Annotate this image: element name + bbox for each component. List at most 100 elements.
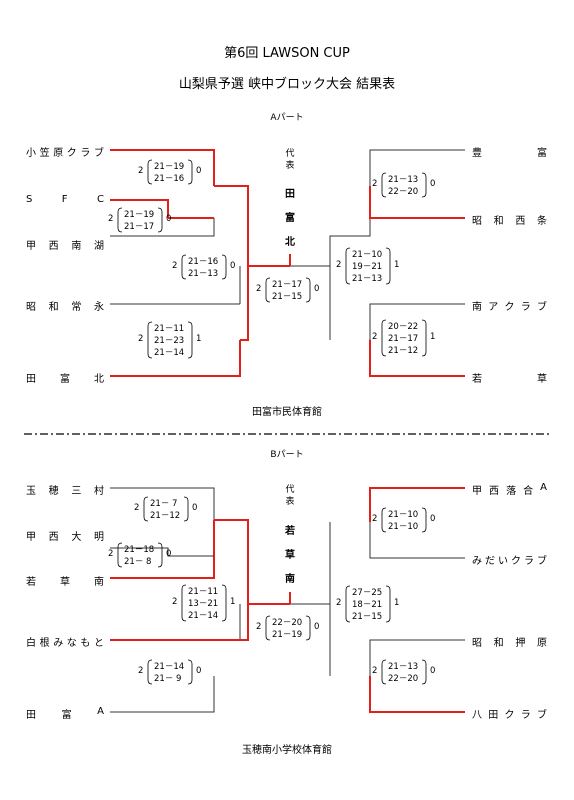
team-name-char: 若	[26, 577, 36, 588]
b-s1-row2: 21－12	[150, 511, 181, 521]
team-name-char: C	[97, 194, 104, 205]
a-s4-bl	[147, 321, 153, 359]
a-s8-left: 2	[372, 332, 378, 342]
team-name-char: 笠	[39, 148, 50, 159]
team-name-char: 落	[506, 486, 517, 497]
a-red-tatomikita	[110, 340, 241, 377]
b-red-hatta	[369, 676, 465, 713]
team-name-char: な	[66, 638, 77, 649]
b-s4-br	[187, 659, 193, 685]
team-name-char: 富	[60, 374, 70, 385]
team-name-char: 原	[53, 148, 64, 159]
b-s2-row1: 21－18	[124, 545, 155, 555]
b-s4-row1: 21－14	[154, 662, 185, 672]
team-a-l-1: 小笠原クラブ	[26, 144, 104, 159]
team-name-char: も	[80, 638, 91, 649]
a-s3-bl	[181, 254, 187, 280]
b-line-tatomia	[110, 676, 215, 713]
b-s8-bl	[381, 659, 387, 685]
team-name-char: み	[472, 556, 482, 567]
b-red-wakakusaminami	[110, 556, 215, 579]
team-name-char: 昭	[472, 216, 482, 227]
b-s2-row2: 21－ 8	[124, 557, 152, 567]
team-name-char: 南	[472, 302, 482, 313]
a-red-showanishi	[369, 186, 465, 219]
b-champion-2: 草	[285, 550, 295, 561]
team-name-char: と	[93, 638, 104, 649]
team-name-char: ク	[504, 302, 515, 313]
b-line-midai	[369, 522, 465, 559]
a-s3-left: 2	[172, 261, 178, 271]
b-champion-3: 南	[285, 574, 295, 585]
a-s3-row1: 21－16	[188, 257, 219, 267]
b-s1-br	[183, 496, 189, 522]
b-s7-row2: 18－21	[352, 600, 383, 610]
a-s2-bl	[117, 207, 123, 233]
b-s7-br	[385, 585, 391, 623]
a-s7-bl	[345, 247, 351, 285]
team-name-char: F	[61, 194, 68, 205]
a-s5-right: 0	[314, 284, 320, 294]
b-s3-row3: 21－14	[188, 611, 219, 621]
a-s3-br	[221, 254, 227, 280]
a-s4-row3: 21－14	[154, 348, 185, 358]
a-s8-row3: 21－12	[388, 346, 419, 356]
team-name-char: 南	[94, 577, 104, 588]
team-name-char: 三	[71, 486, 82, 497]
b-s6-br	[421, 507, 427, 533]
b-s3-right: 1	[230, 597, 236, 607]
team-name-char: ク	[66, 148, 77, 159]
team-b-l-1: 玉穂三村	[26, 482, 104, 497]
team-name-char: 和	[493, 216, 504, 227]
a-champion-3: 北	[285, 237, 295, 248]
team-a-r-3: 南アクラブ	[472, 298, 547, 313]
a-s8-bl	[381, 319, 387, 357]
team-name-char: だ	[485, 556, 495, 567]
team-a-l-3: 甲西南湖	[26, 237, 104, 252]
b-s4-bl	[147, 659, 153, 685]
a-s5-row2: 21－15	[272, 292, 303, 302]
b-s6-right: 0	[430, 514, 436, 524]
team-name-char: 田	[26, 374, 36, 385]
team-name-char: ブ	[537, 302, 547, 313]
team-name-char: 押	[515, 638, 526, 649]
a-s8-right: 1	[430, 332, 436, 342]
b-s3-bl	[181, 584, 187, 622]
team-b-r-4: 八田クラブ	[472, 706, 547, 721]
a-line-r-upper	[329, 218, 371, 266]
team-b-r-2: みだいクラブ	[472, 552, 547, 567]
a-s4-right: 1	[196, 334, 202, 344]
a-s4-row2: 21－23	[154, 336, 185, 346]
a-s8-row1: 20－22	[388, 322, 419, 332]
b-s5-left: 2	[256, 622, 262, 632]
team-name-char: 小	[26, 148, 36, 159]
a-s1-left: 2	[138, 166, 144, 176]
team-name-char: 大	[71, 532, 82, 543]
team-a-r-1: 豊富	[472, 144, 547, 159]
a-s6-left: 2	[372, 179, 378, 189]
team-name-char: 豊	[472, 148, 482, 159]
b-s2-left: 2	[108, 549, 114, 559]
team-name-char: 富	[537, 148, 547, 159]
a-champion-1: 田	[285, 189, 295, 200]
b-rep-label-1: 代	[285, 485, 295, 495]
a-s3-row2: 21－13	[188, 269, 219, 279]
team-name-char: 湖	[93, 241, 104, 252]
team-name-char: 西	[48, 241, 59, 252]
b-s5-row2: 21－19	[272, 630, 303, 640]
team-name-char: 草	[537, 374, 547, 385]
team-name-char: ブ	[93, 148, 104, 159]
a-rep-label-1: 代	[285, 149, 295, 159]
team-name-char: 草	[60, 577, 70, 588]
a-red-sfc-1	[110, 199, 169, 218]
team-name-char: 若	[472, 374, 482, 385]
b-s7-left: 2	[336, 598, 342, 608]
team-name-char: 甲	[26, 532, 36, 543]
b-red-upper-semi	[214, 519, 249, 604]
team-name-char: 和	[493, 638, 504, 649]
a-s7-row3: 21－13	[352, 274, 383, 284]
a-s2-right: 0	[166, 214, 172, 224]
a-s6-row2: 22－20	[388, 187, 419, 197]
team-name-char: 北	[94, 374, 104, 385]
